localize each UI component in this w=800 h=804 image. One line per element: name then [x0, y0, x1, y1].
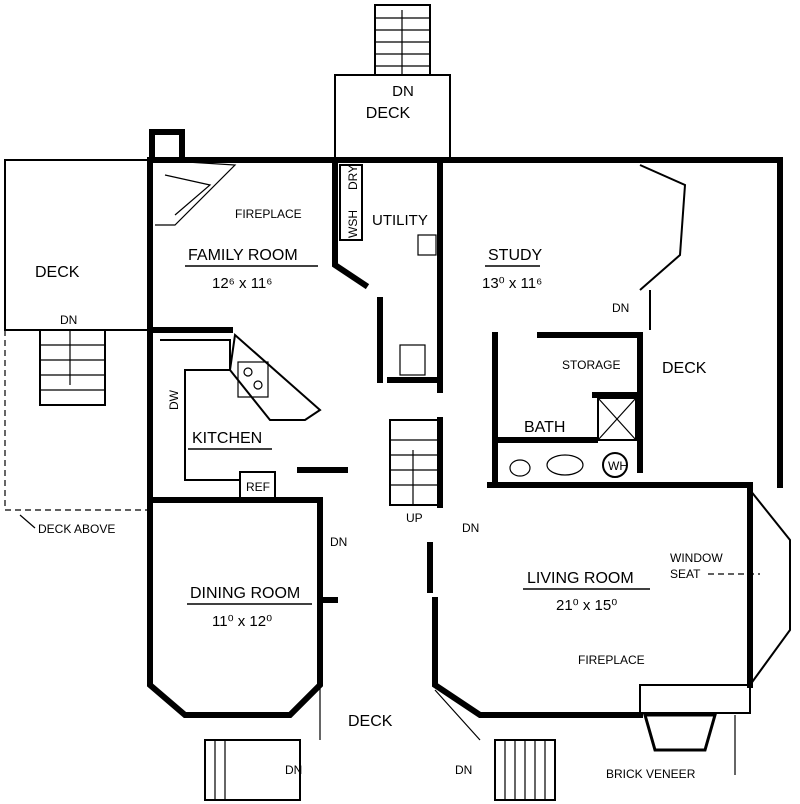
- label-dn-left: DN: [60, 313, 77, 327]
- label-fireplace-living: FIREPLACE: [578, 653, 645, 667]
- label-kitchen: KITCHEN: [192, 430, 262, 447]
- label-dn-bottom-right: DN: [455, 763, 472, 777]
- interior-walls: [147, 157, 651, 603]
- bottom-stairs: [204, 685, 556, 801]
- label-utility: UTILITY: [372, 212, 428, 229]
- label-family-room: FAMILY ROOM: [188, 247, 298, 264]
- label-deck-above: DECK ABOVE: [38, 522, 115, 536]
- label-seat: SEAT: [670, 567, 701, 581]
- label-living-room: LIVING ROOM: [527, 570, 634, 587]
- kitchen-counters: [160, 333, 322, 501]
- label-dry: DRY: [346, 165, 360, 190]
- left-deck: [4, 159, 151, 529]
- label-family-room-size: 12⁶ x 11⁶: [212, 275, 272, 292]
- label-brick-veneer: BRICK VENEER: [606, 767, 696, 781]
- label-dw: DW: [167, 389, 181, 410]
- label-dn-bottom-left: DN: [285, 763, 302, 777]
- living-fireplace: [639, 684, 751, 775]
- label-dining-room-size: 11⁰ x 12⁰: [212, 613, 272, 630]
- label-study: STUDY: [488, 247, 543, 264]
- label-dining-room: DINING ROOM: [190, 585, 300, 602]
- label-window: WINDOW: [670, 551, 723, 565]
- label-bath: BATH: [524, 419, 565, 436]
- label-deck-right: DECK: [662, 360, 707, 377]
- label-up: UP: [406, 511, 423, 525]
- label-wsh: WSH: [346, 210, 360, 238]
- label-study-size: 13⁰ x 11⁶: [482, 275, 542, 292]
- label-deck-top: DECK: [366, 105, 411, 122]
- label-living-room-size: 21⁰ x 15⁰: [556, 597, 617, 614]
- label-wh: WH: [608, 459, 628, 473]
- interior-stairs: [389, 419, 441, 506]
- label-storage: STORAGE: [562, 358, 620, 372]
- bath-fixtures: [339, 164, 637, 478]
- label-dn-study: DN: [612, 301, 629, 315]
- label-deck-bottom: DECK: [348, 713, 393, 730]
- label-deck-left: DECK: [35, 264, 80, 281]
- label-dn-hall: DN: [462, 521, 479, 535]
- label-ref: REF: [246, 480, 270, 494]
- label-dn-top: DN: [392, 83, 414, 100]
- label-dn-dining: DN: [330, 535, 347, 549]
- label-fireplace-family: FIREPLACE: [235, 207, 302, 221]
